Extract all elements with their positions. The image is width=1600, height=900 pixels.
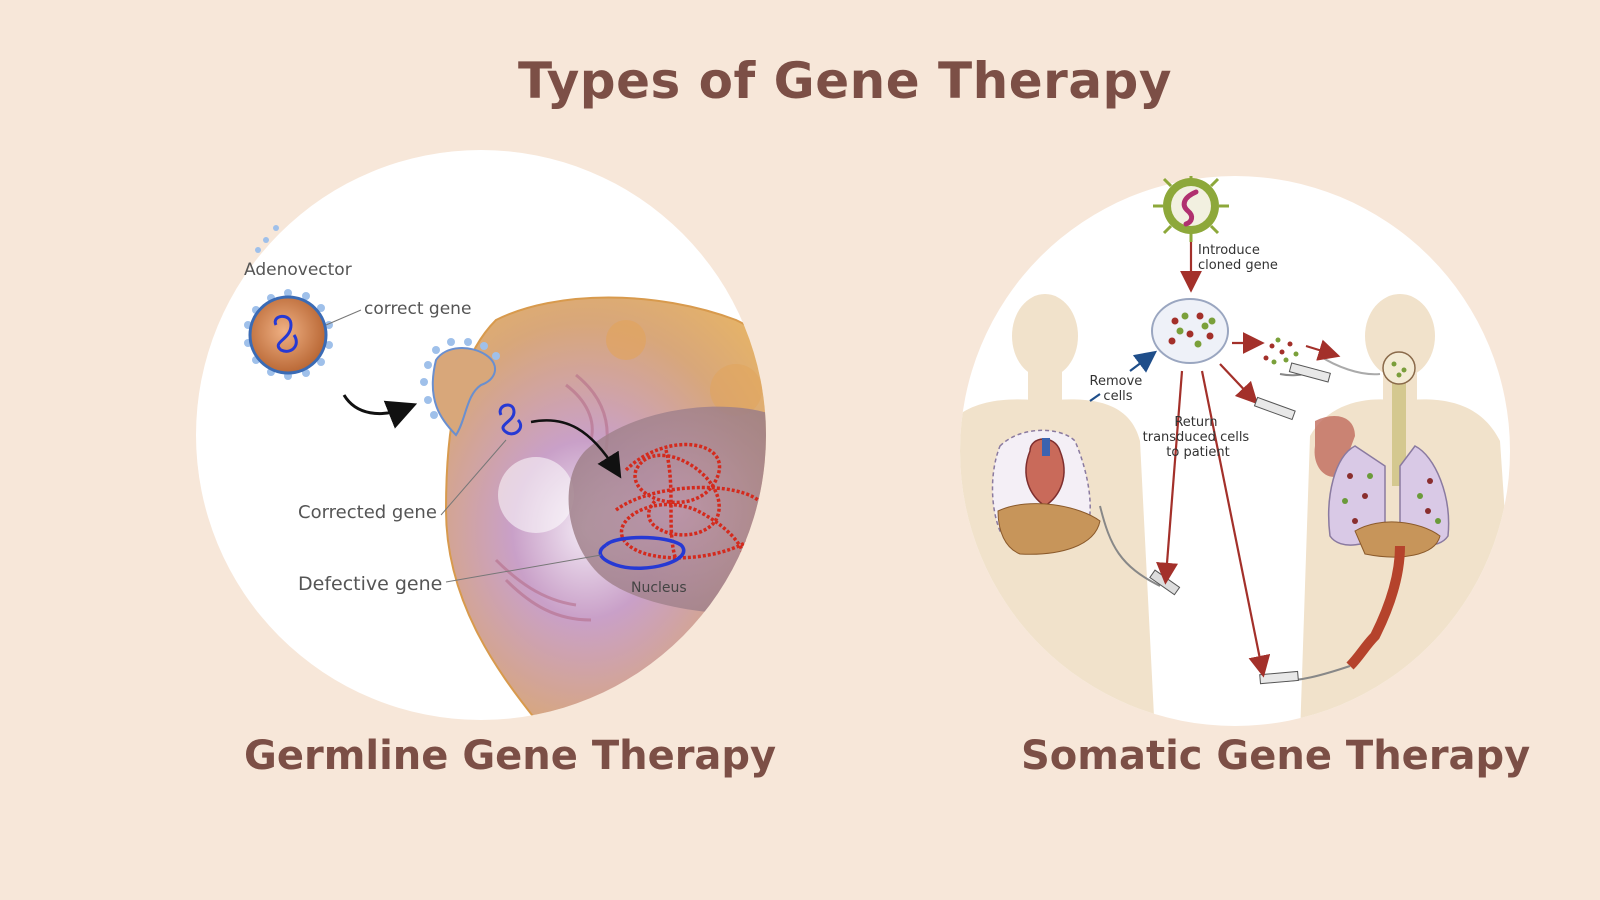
somatic-diagram: Introduce cloned gene Remove cells Retur… bbox=[960, 176, 1510, 726]
somatic-illustration: Introduce cloned gene Remove cells Retur… bbox=[960, 176, 1510, 726]
nucleus bbox=[568, 406, 766, 614]
correct-gene-label: correct gene bbox=[364, 299, 471, 319]
cell-cluster bbox=[1263, 337, 1299, 365]
germline-illustration: Adenovector correct gene Corrected gene … bbox=[196, 150, 766, 720]
germline-caption: Germline Gene Therapy bbox=[244, 733, 777, 779]
virus-icon bbox=[1153, 176, 1229, 242]
corrected-gene-label: Corrected gene bbox=[298, 502, 437, 523]
return-cells-label: Return transduced cells to patient bbox=[1143, 415, 1254, 460]
adenovector-label: Adenovector bbox=[244, 260, 352, 280]
introduce-label: Introduce cloned gene bbox=[1198, 243, 1278, 273]
syringe-icon bbox=[1253, 396, 1296, 421]
nucleus-label: Nucleus bbox=[631, 580, 687, 596]
adenovector-particle bbox=[244, 289, 333, 380]
defective-gene-label: Defective gene bbox=[298, 573, 442, 595]
germline-diagram: Adenovector correct gene Corrected gene … bbox=[196, 150, 766, 720]
petri-dish bbox=[1151, 298, 1229, 364]
page-title: Types of Gene Therapy bbox=[518, 52, 1172, 110]
remove-cells-label: Remove cells bbox=[1090, 374, 1147, 404]
somatic-caption: Somatic Gene Therapy bbox=[1021, 733, 1531, 779]
